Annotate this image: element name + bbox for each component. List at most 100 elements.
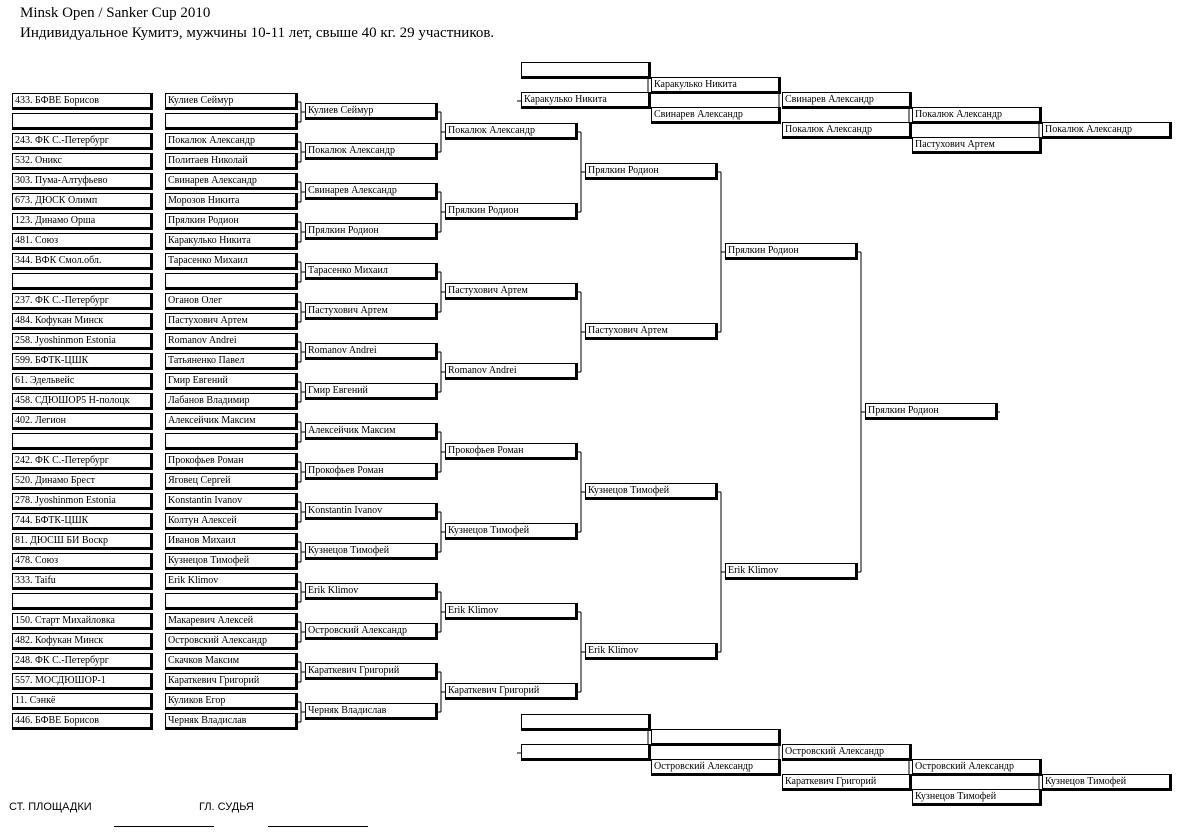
round4-entry: Erik Klimov: [585, 643, 718, 660]
round3-entry: Кузнецов Тимофей: [445, 523, 578, 540]
round1-entry: Оганов Олег: [165, 293, 298, 310]
repechage-entry: Пастухович Артем: [912, 137, 1042, 154]
round2-entry: Черняк Владислав: [305, 703, 438, 720]
round2-entry: Алексейчик Максим: [305, 423, 438, 440]
round4-entry: Пастухович Артем: [585, 323, 718, 340]
round1-entry: Татьяненко Павел: [165, 353, 298, 370]
club-entry: 344. ВФК Смол.обл.: [12, 253, 153, 270]
round1-entry: Гмир Евгений: [165, 373, 298, 390]
round2-entry: Покалюк Александр: [305, 143, 438, 160]
repechage-entry: Покалюк Александр: [782, 122, 912, 139]
club-entry: 520. Динамо Брест: [12, 473, 153, 490]
club-entry: 303. Пума-Алтуфьево: [12, 173, 153, 190]
repechage-entry: Свинарев Александр: [651, 107, 781, 124]
club-entry: 150. Старт Михайловка: [12, 613, 153, 630]
repechage-entry: Каракулько Никита: [521, 92, 651, 109]
repechage-entry: [521, 714, 651, 731]
round4-entry: Кузнецов Тимофей: [585, 483, 718, 500]
repechage-entry: Островский Александр: [651, 759, 781, 776]
round3-entry: Erik Klimov: [445, 603, 578, 620]
round1-entry: [165, 433, 298, 450]
round1-entry: Лабанов Владимир: [165, 393, 298, 410]
club-entry: 478. Союз: [12, 553, 153, 570]
repechage-entry: Караткевич Григорий: [782, 774, 912, 791]
club-entry: 333. Taifu: [12, 573, 153, 590]
round2-entry: Гмир Евгений: [305, 383, 438, 400]
round1-entry: Тарасенко Михаил: [165, 253, 298, 270]
club-entry: 248. ФК С.-Петербург: [12, 653, 153, 670]
club-entry: 557. МОСДЮШОР-1: [12, 673, 153, 690]
round2-entry: Пастухович Артем: [305, 303, 438, 320]
round1-entry: Морозов Никита: [165, 193, 298, 210]
repechage-entry: [651, 729, 781, 746]
round2-entry: Тарасенко Михаил: [305, 263, 438, 280]
round1-entry: Покалюк Александр: [165, 133, 298, 150]
round3-entry: Romanov Andrei: [445, 363, 578, 380]
round2-entry: Прокофьев Роман: [305, 463, 438, 480]
round1-entry: Алексейчик Максим: [165, 413, 298, 430]
round1-entry: Караткевич Григорий: [165, 673, 298, 690]
round1-entry: Колтун Алексей: [165, 513, 298, 530]
winner-box: Прялкин Родион: [865, 403, 998, 420]
club-entry: 599. БФТК-ЦШК: [12, 353, 153, 370]
club-entry: 482. Кофукан Минск: [12, 633, 153, 650]
round1-entry: Черняк Владислав: [165, 713, 298, 730]
round3-entry: Покалюк Александр: [445, 123, 578, 140]
round1-entry: Пастухович Артем: [165, 313, 298, 330]
round2-entry: Свинарев Александр: [305, 183, 438, 200]
page-title: Minsk Open / Sanker Cup 2010: [20, 5, 211, 21]
judge-signature-line: [268, 826, 368, 827]
club-entry: 481. Союз: [12, 233, 153, 250]
round2-entry: Кузнецов Тимофей: [305, 543, 438, 560]
club-entry: 61. Эдельвейс: [12, 373, 153, 390]
repechage-entry: Островский Александр: [782, 744, 912, 761]
round1-entry: Прокофьев Роман: [165, 453, 298, 470]
club-entry: [12, 273, 153, 290]
round1-entry: Иванов Михаил: [165, 533, 298, 550]
round5-entry: Erik Klimov: [725, 563, 858, 580]
club-entry: 446. БФВЕ Борисов: [12, 713, 153, 730]
round1-entry: Каракулько Никита: [165, 233, 298, 250]
round5-entry: Прялкин Родион: [725, 243, 858, 260]
round3-entry: Прокофьев Роман: [445, 443, 578, 460]
round1-entry: Свинарев Александр: [165, 173, 298, 190]
repechage-entry: Свинарев Александр: [782, 92, 912, 109]
round2-entry: Erik Klimov: [305, 583, 438, 600]
round2-entry: Караткевич Григорий: [305, 663, 438, 680]
repechage-entry: [521, 62, 651, 79]
round1-entry: Политаев Николай: [165, 153, 298, 170]
club-entry: 433. БФВЕ Борисов: [12, 93, 153, 110]
site-label: СТ. ПЛОЩАДКИ: [9, 801, 92, 813]
club-entry: [12, 433, 153, 450]
round1-entry: [165, 113, 298, 130]
round3-entry: Прялкин Родион: [445, 203, 578, 220]
club-entry: [12, 113, 153, 130]
club-entry: 402. Легион: [12, 413, 153, 430]
repechage-entry: Покалюк Александр: [912, 107, 1042, 124]
round1-entry: Островский Александр: [165, 633, 298, 650]
round3-entry: Караткевич Григорий: [445, 683, 578, 700]
round2-entry: Romanov Andrei: [305, 343, 438, 360]
repechage-entry: Кузнецов Тимофей: [1042, 774, 1172, 791]
repechage-entry: Кузнецов Тимофей: [912, 789, 1042, 806]
round1-entry: Скачков Максим: [165, 653, 298, 670]
round1-entry: Макаревич Алексей: [165, 613, 298, 630]
club-entry: 258. Jyoshinmon Estonia: [12, 333, 153, 350]
club-entry: 278. Jyoshinmon Estonia: [12, 493, 153, 510]
page-subtitle: Индивидуальное Кумитэ, мужчины 10-11 лет…: [20, 25, 495, 41]
round3-entry: Пастухович Артем: [445, 283, 578, 300]
club-entry: 532. Оникс: [12, 153, 153, 170]
round1-entry: Куликов Егор: [165, 693, 298, 710]
club-entry: 458. СДЮШОР5 Н-полоцк: [12, 393, 153, 410]
round2-entry: Островский Александр: [305, 623, 438, 640]
round1-entry: [165, 273, 298, 290]
judge-label: ГЛ. СУДЬЯ: [199, 801, 254, 813]
repechage-entry: [521, 744, 651, 761]
round1-entry: Romanov Andrei: [165, 333, 298, 350]
club-entry: 744. БФТК-ЦШК: [12, 513, 153, 530]
club-entry: 673. ДЮСК Олимп: [12, 193, 153, 210]
round1-entry: Яговец Сергей: [165, 473, 298, 490]
club-entry: 242. ФК С.-Петербург: [12, 453, 153, 470]
round2-entry: Konstantin Ivanov: [305, 503, 438, 520]
